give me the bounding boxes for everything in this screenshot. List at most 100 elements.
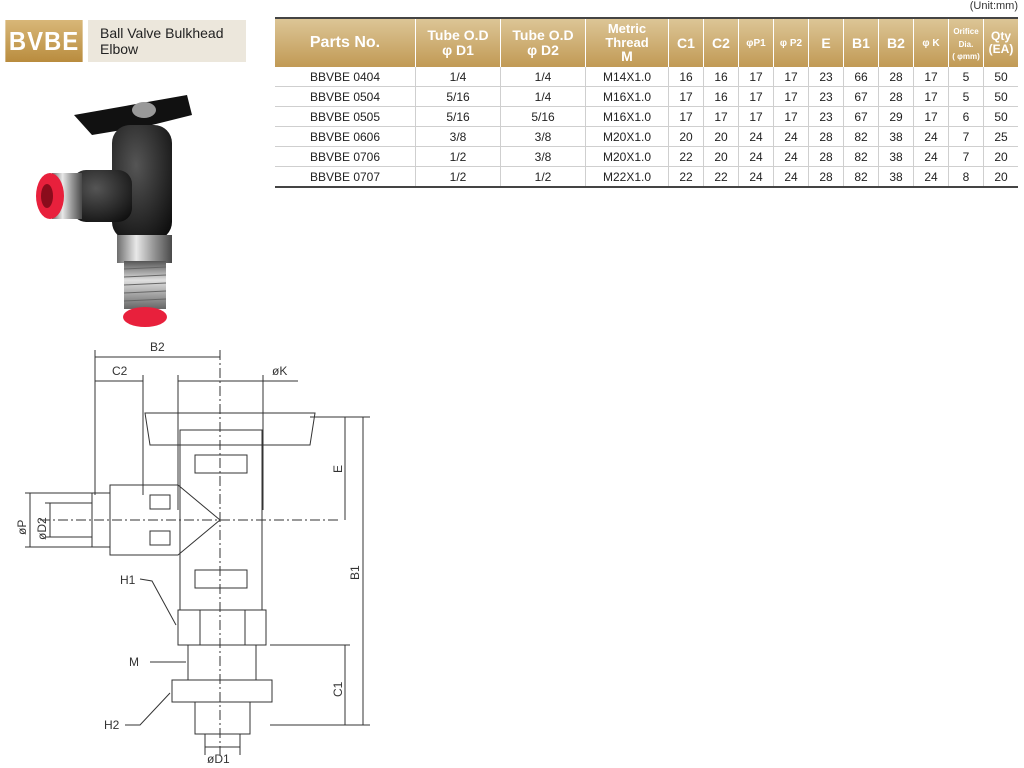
drawing-thread-m [187,644,257,681]
col-b2: B2 [878,18,914,67]
drawing-side-slot-b [149,530,171,546]
cell-metric: M20X1.0 [585,126,669,147]
cell-p1: 17 [738,67,774,87]
cell-d1: 1/4 [415,67,501,87]
technical-drawing: B2 C2 øK E øP øD2 B1 H1 M C1 H2 øD1 [15,340,370,766]
cell-c2: 20 [703,126,739,147]
cell-parts-no: BBVBE 0404 [275,67,416,87]
table-row: BBVBE 0706 1/2 3/8 M20X1.0 22 20 24 24 2… [275,146,1018,167]
leader-h2 [125,692,171,726]
label-p: øP [15,520,29,535]
cell-p1: 24 [738,166,774,188]
drawing-slot-bottom [194,569,248,589]
cell-d2: 5/16 [500,106,586,127]
label-h2: H2 [104,718,120,732]
table-row: BBVBE 0606 3/8 3/8 M20X1.0 20 20 24 24 2… [275,126,1018,147]
cell-d1: 5/16 [415,106,501,127]
label-b1: B1 [348,565,362,580]
cell-c2: 16 [703,67,739,87]
cell-b1: 66 [843,67,879,87]
table-row: BBVBE 0504 5/16 1/4 M16X1.0 17 16 17 17 … [275,86,1018,107]
cell-k: 17 [913,67,949,87]
cell-e: 23 [808,86,844,107]
drawing-bottom-collet [194,701,251,735]
cell-qty: 20 [983,146,1018,167]
col-parts-no: Parts No. [275,18,416,67]
cell-c1: 22 [668,166,704,188]
label-h1: H1 [120,573,136,587]
cell-e: 28 [808,166,844,188]
cell-k: 17 [913,86,949,107]
cell-c1: 17 [668,106,704,127]
col-c2: C2 [703,18,739,67]
label-b2: B2 [150,340,165,354]
col-orifice: Orifice Dia.( φmm) [948,18,984,67]
col-p1: φP1 [738,18,774,67]
drawing-handle [144,412,316,446]
cell-k: 17 [913,106,949,127]
col-c1: C1 [668,18,704,67]
cell-b1: 67 [843,86,879,107]
cell-orifice: 7 [948,126,984,147]
cell-d1: 3/8 [415,126,501,147]
cell-parts-no: BBVBE 0706 [275,146,416,167]
product-name: Ball Valve Bulkhead Elbow [88,20,246,62]
table-row: BBVBE 0707 1/2 1/2 M22X1.0 22 22 24 24 2… [275,166,1018,188]
cell-c1: 22 [668,146,704,167]
cell-p2: 17 [773,86,809,107]
label-d2: øD2 [35,517,49,540]
label-m: M [129,655,139,669]
bottom-release-ring [123,307,167,327]
cell-b1: 82 [843,166,879,188]
side-port [41,184,53,208]
cell-p1: 24 [738,126,774,147]
cell-orifice: 7 [948,146,984,167]
cell-metric: M22X1.0 [585,166,669,188]
cell-p1: 17 [738,86,774,107]
cell-c2: 22 [703,166,739,188]
cell-p1: 24 [738,146,774,167]
cell-e: 28 [808,146,844,167]
drawing-side-slot-a [149,494,171,510]
cell-c2: 16 [703,86,739,107]
label-e: E [331,465,345,473]
cell-k: 24 [913,146,949,167]
thread-lines [123,266,167,302]
col-qty: Qty(EA) [983,18,1018,67]
cell-d2: 3/8 [500,146,586,167]
cell-k: 24 [913,126,949,147]
cell-orifice: 5 [948,86,984,107]
cell-qty: 50 [983,86,1018,107]
col-k: φ K [913,18,949,67]
cell-orifice: 6 [948,106,984,127]
elbow-arm [72,170,132,222]
drawing-slot-top [194,454,248,474]
hex-nut [117,235,172,263]
cell-qty: 50 [983,106,1018,127]
col-p2: φ P2 [773,18,809,67]
cell-parts-no: BBVBE 0606 [275,126,416,147]
cell-metric: M20X1.0 [585,146,669,167]
cell-c2: 17 [703,106,739,127]
cell-b1: 82 [843,126,879,147]
cell-d2: 1/4 [500,67,586,87]
cell-orifice: 8 [948,166,984,188]
table-row: BBVBE 0404 1/4 1/4 M14X1.0 16 16 17 17 2… [275,67,1018,87]
label-k: øK [272,364,287,378]
product-code-badge: BVBE [5,20,83,62]
cell-d2: 3/8 [500,126,586,147]
cell-b1: 82 [843,146,879,167]
cell-p1: 17 [738,106,774,127]
cell-d1: 1/2 [415,146,501,167]
cell-parts-no: BBVBE 0707 [275,166,416,188]
cell-p2: 17 [773,106,809,127]
cell-d1: 5/16 [415,86,501,107]
cell-c2: 20 [703,146,739,167]
drawing-hex-nut-h1 [177,609,267,646]
cell-d2: 1/4 [500,86,586,107]
label-c1: C1 [331,681,345,697]
cell-b2: 29 [878,106,914,127]
